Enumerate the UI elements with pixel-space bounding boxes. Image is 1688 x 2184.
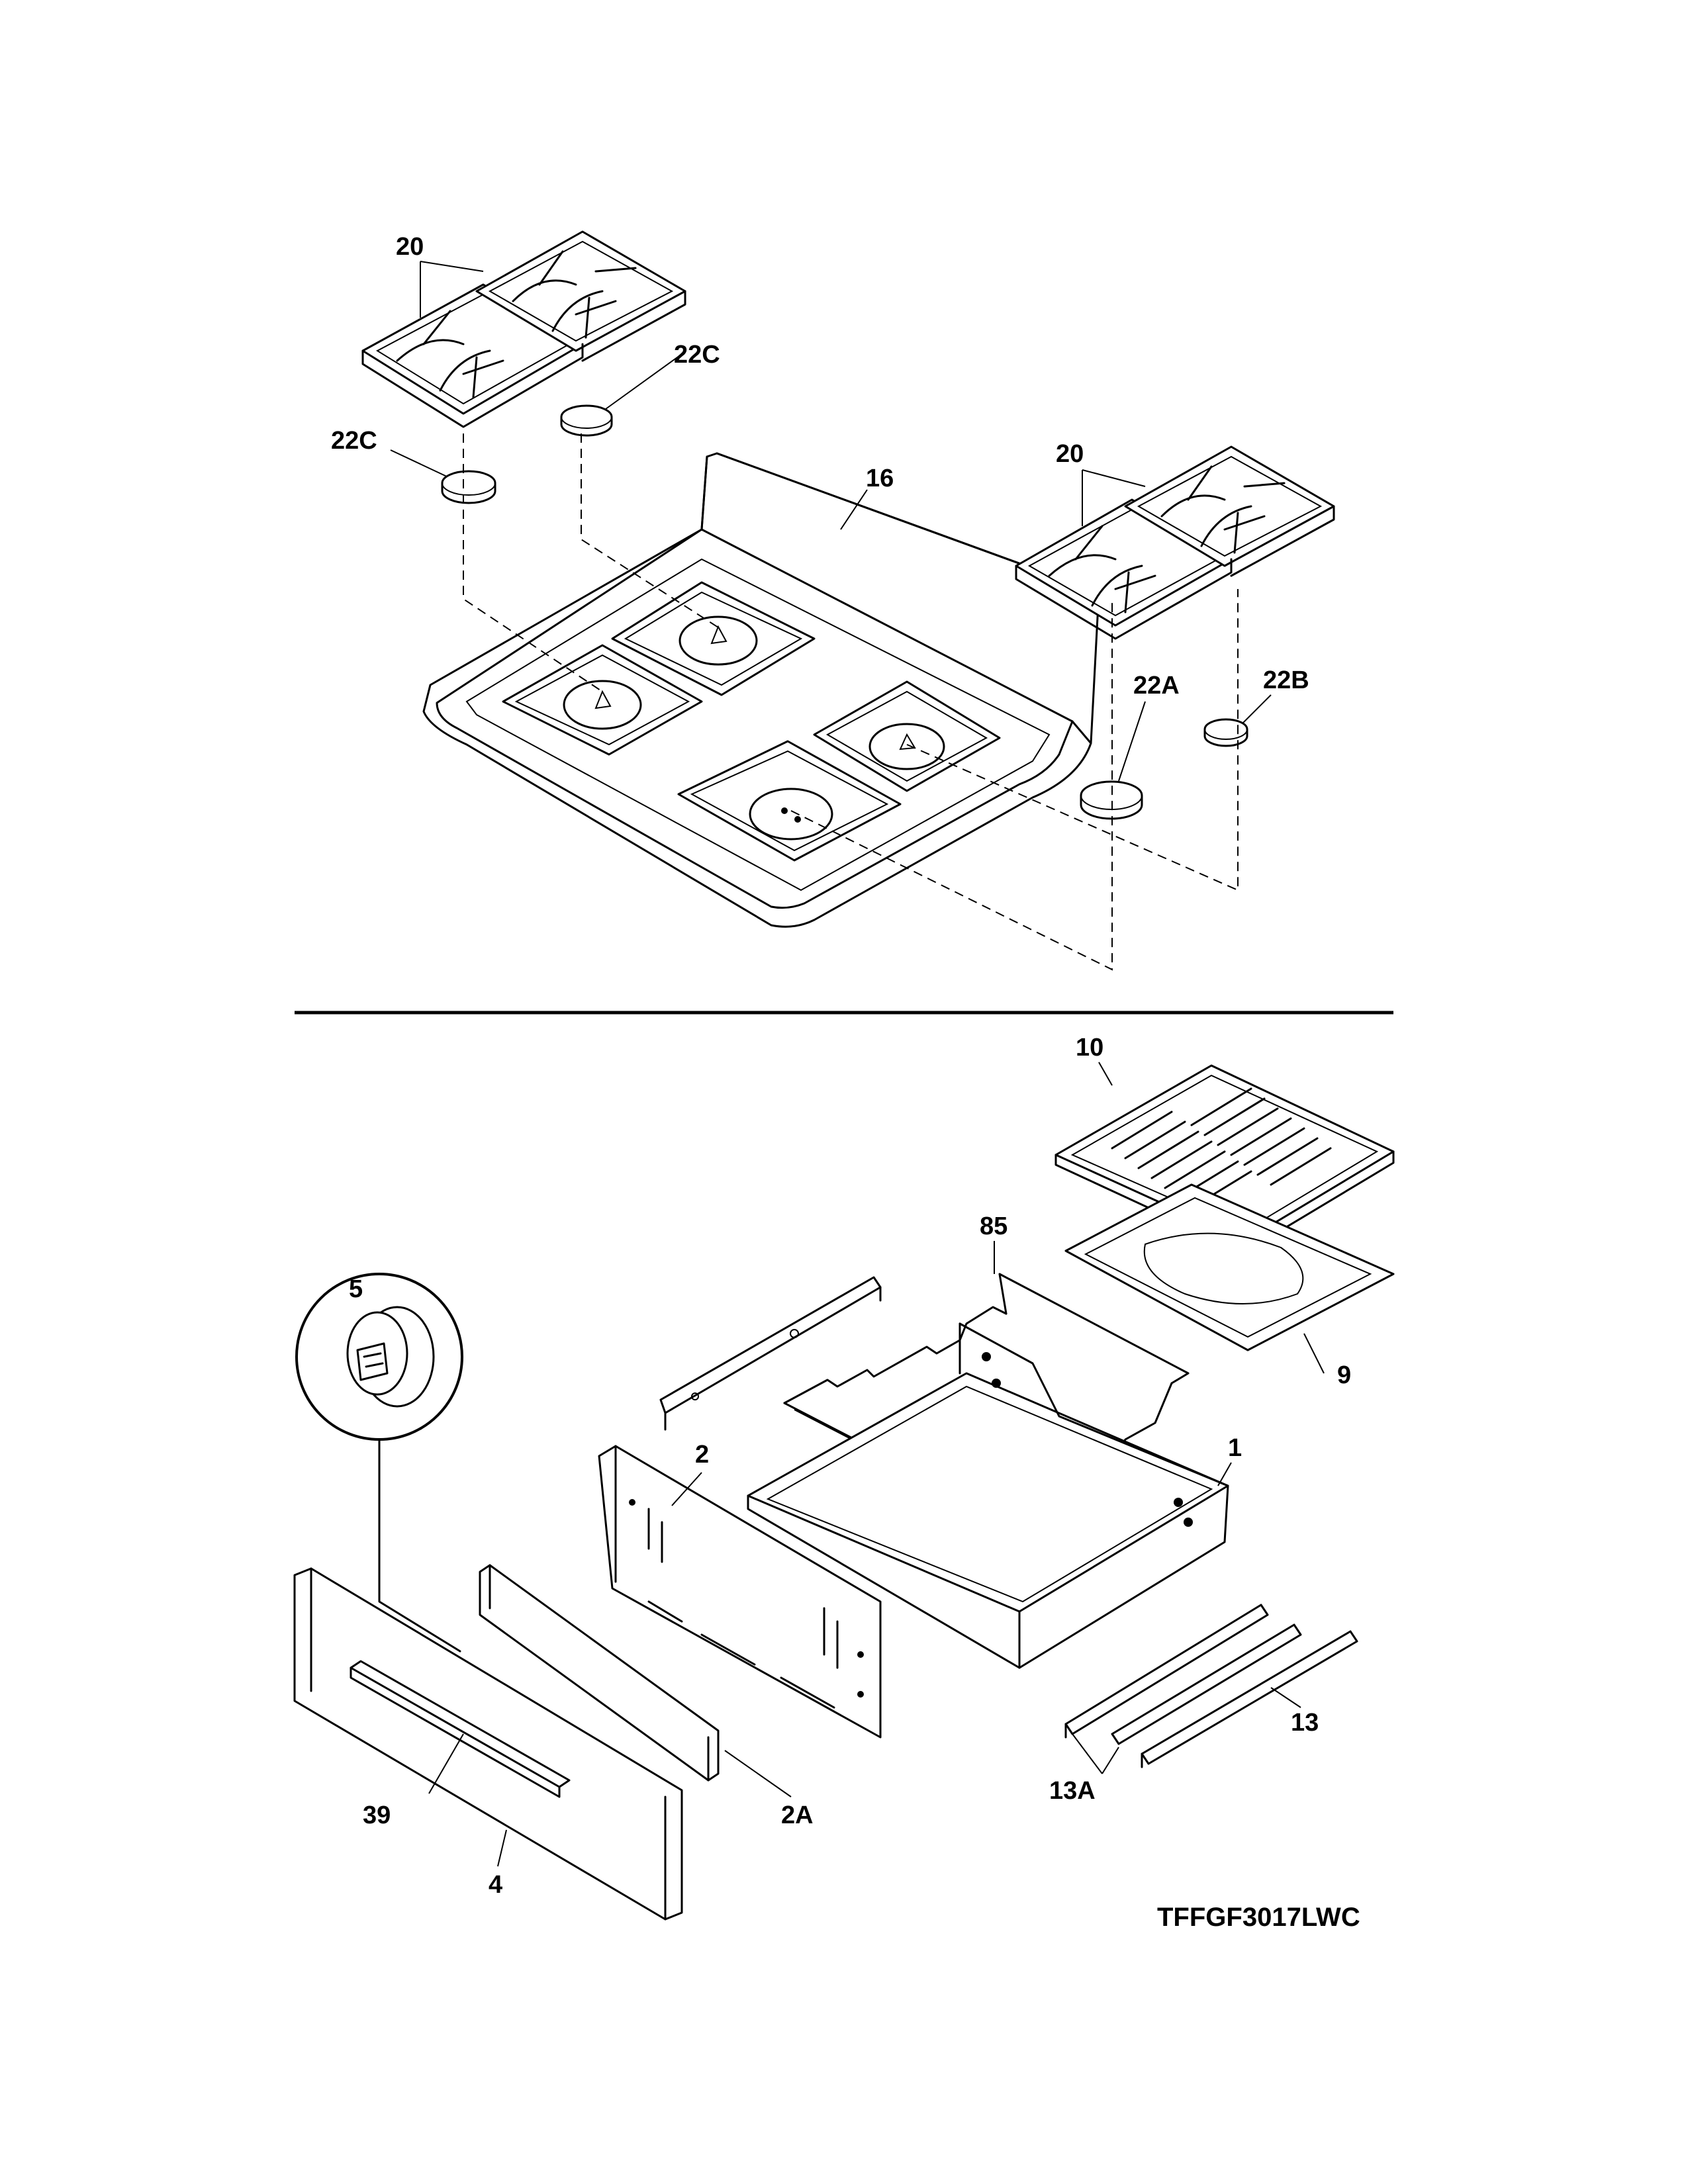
drawer-handle-part [350,1660,571,1798]
side-rail-upper [659,1276,882,1431]
leader-lines-bottom [428,1062,1325,1867]
right-grate-pair [1015,445,1335,640]
left-grate-pair [361,230,686,428]
callout-85: 85 [980,1212,1008,1240]
knob-detail [295,1273,463,1441]
model-number: TFFGF3017LWC [1157,1903,1360,1932]
broiler-pan-part [1064,1183,1395,1351]
burner-cap-22b [1203,718,1248,747]
leader-lines-top [390,261,1272,782]
callout-13: 13 [1291,1709,1319,1737]
drawer-body-part [747,1322,1229,1669]
callout-5: 5 [349,1275,363,1303]
drawer-liner-panel [479,1564,720,1782]
burner-cap-22c-left [441,470,496,504]
callout-20-right: 20 [1056,440,1084,468]
callout-2: 2 [695,1441,709,1469]
callout-1: 1 [1228,1434,1242,1462]
cooktop-part [422,452,1100,928]
drawer-back-panel [598,1445,882,1739]
callout-22b: 22B [1263,666,1309,694]
drawer-slide-left [1064,1604,1302,1745]
burner-cap-22c-right [560,404,613,437]
callout-4: 4 [489,1871,502,1899]
callout-10: 10 [1076,1034,1103,1062]
callout-13a: 13A [1049,1777,1096,1805]
callout-22a: 22A [1133,672,1180,700]
drawer-slide-right [1141,1630,1358,1768]
callout-2a: 2A [781,1801,814,1829]
callout-20-left: 20 [396,233,424,261]
callout-39: 39 [363,1801,391,1829]
callout-22c-left: 22C [331,427,377,455]
knob-leader [378,1438,461,1653]
assembly-lines-top [463,433,1239,971]
callout-22c-right: 22C [674,341,720,369]
callout-9: 9 [1337,1361,1351,1389]
callout-16: 16 [866,465,894,492]
